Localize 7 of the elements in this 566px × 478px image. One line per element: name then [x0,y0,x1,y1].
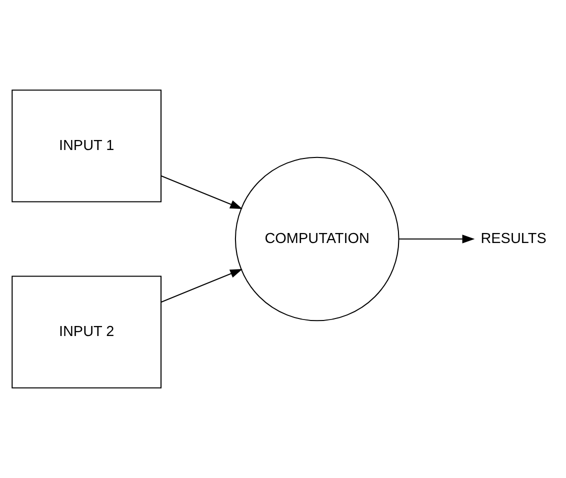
arrow [160,268,243,303]
arrow [160,175,243,210]
node-box: INPUT 2 [12,276,162,388]
node-box: INPUT 1 [12,90,162,202]
arrow [398,234,475,244]
node-circle: COMPUTATION [234,156,400,322]
node-text: RESULTS [480,230,546,247]
